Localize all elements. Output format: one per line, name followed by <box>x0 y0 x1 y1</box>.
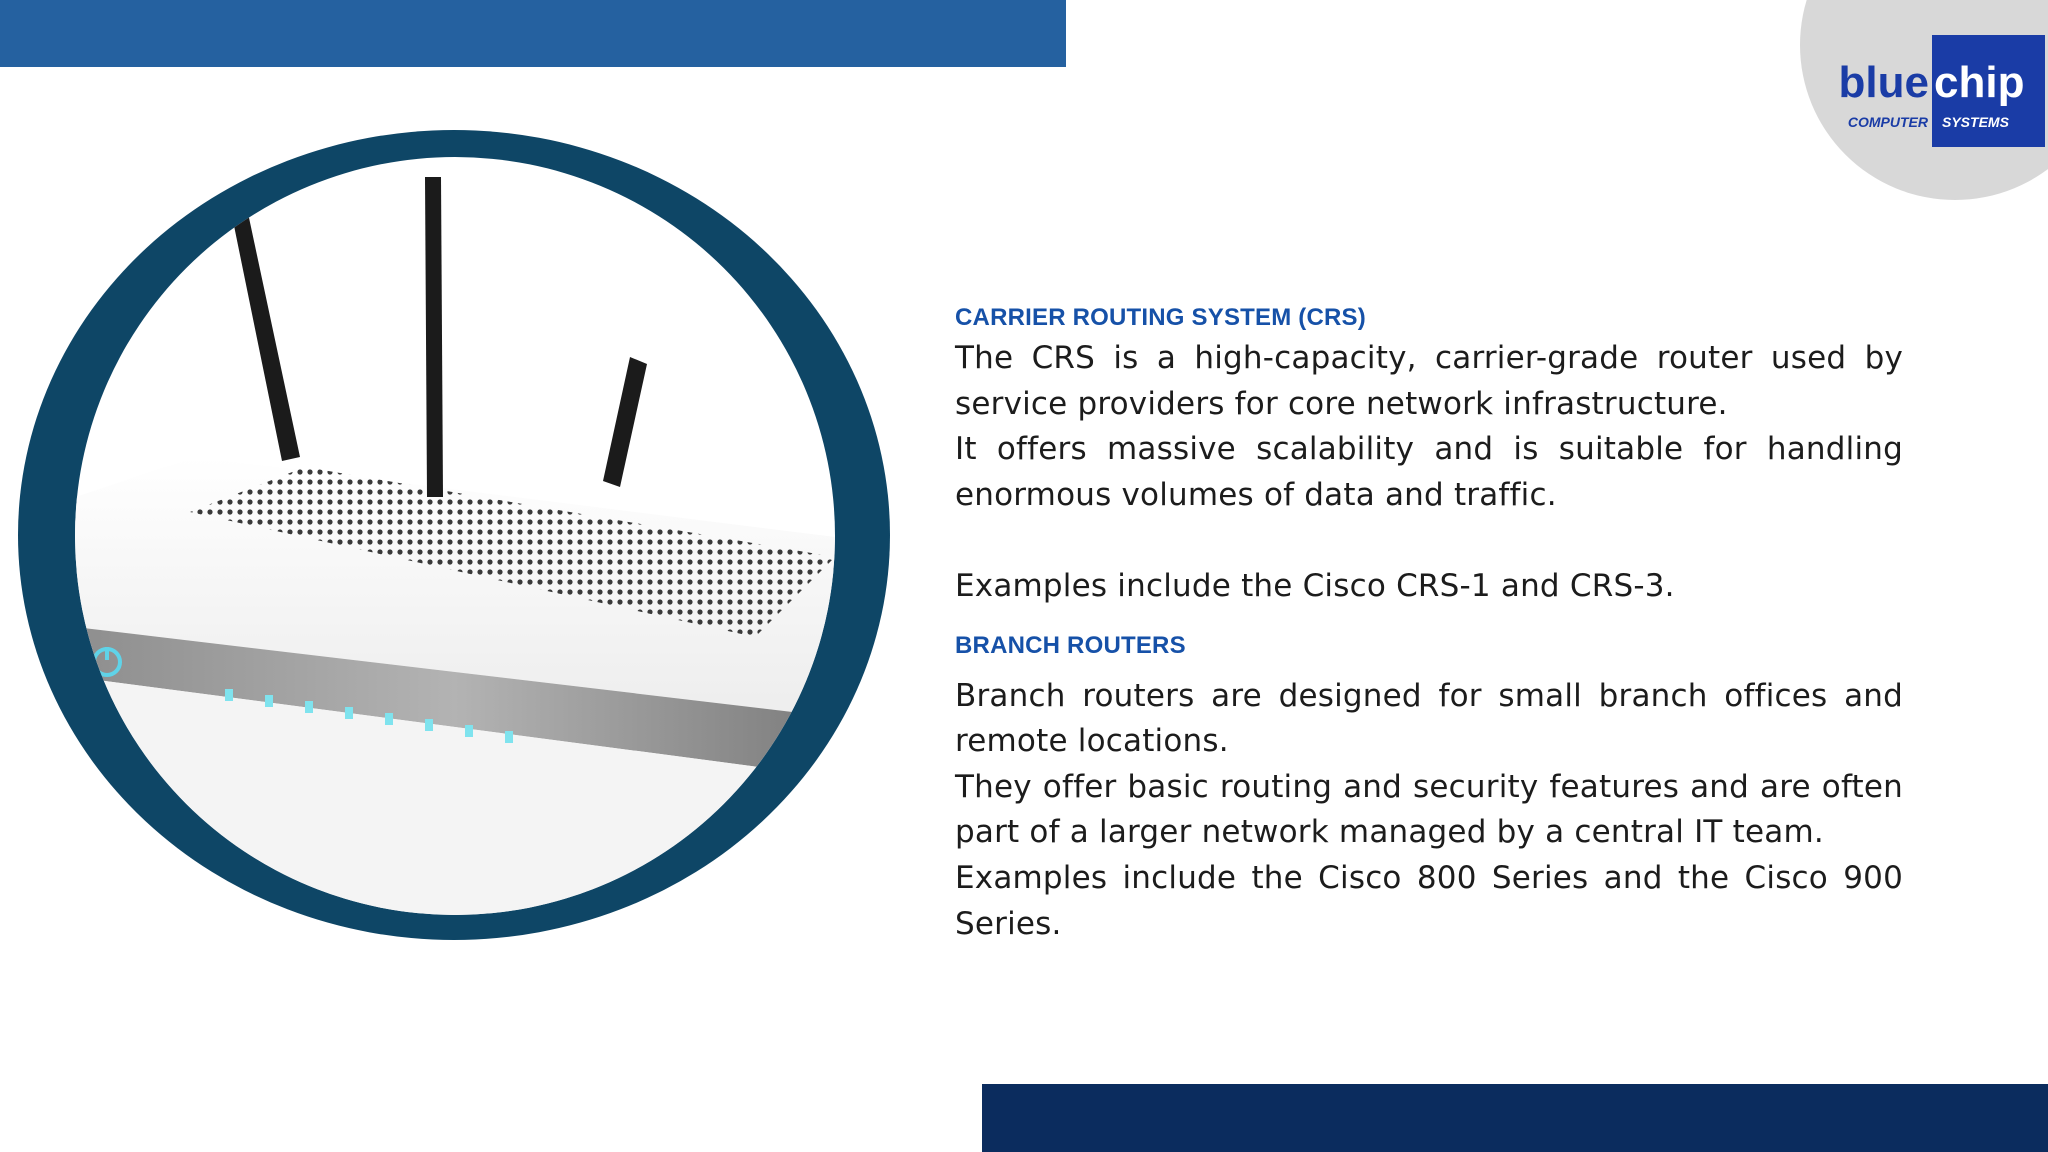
crs-paragraph-3: Examples include the Cisco CRS-1 and CRS… <box>955 567 1675 604</box>
antenna-right <box>603 357 647 487</box>
antenna-center <box>425 177 443 497</box>
router-vent-grille <box>190 467 835 637</box>
branch-paragraph-3: Examples include the Cisco 800 Series an… <box>955 859 1903 942</box>
top-accent-bar <box>0 0 1066 67</box>
antenna-left <box>220 157 300 461</box>
crs-paragraph-2: It offers massive scalability and is sui… <box>955 431 1903 513</box>
router-front-panel <box>75 627 835 777</box>
logo-sub-left: COMPUTER <box>1848 114 1929 130</box>
logo-word-chip: chip <box>1934 58 2024 107</box>
logo-word-blue: blue <box>1839 58 1929 107</box>
bottom-accent-bar <box>982 1084 2048 1152</box>
crs-paragraph-1: The CRS is a high-capacity, carrier-grad… <box>955 340 1903 422</box>
content-column: CARRIER ROUTING SYSTEM (CRS) The CRS is … <box>955 300 1903 947</box>
section-heading-crs: CARRIER ROUTING SYSTEM (CRS) <box>955 304 1366 331</box>
branch-paragraph-1: Branch routers are designed for small br… <box>955 677 1903 760</box>
logo-sub-right: SYSTEMS <box>1942 114 2010 130</box>
bluechip-logo: blue chip COMPUTER SYSTEMS <box>1839 35 2045 147</box>
branch-paragraph-2: They offer basic routing and security fe… <box>955 768 1903 851</box>
router-photo <box>75 157 835 915</box>
status-leds <box>225 689 513 743</box>
section-heading-branch: BRANCH ROUTERS <box>955 631 1186 659</box>
